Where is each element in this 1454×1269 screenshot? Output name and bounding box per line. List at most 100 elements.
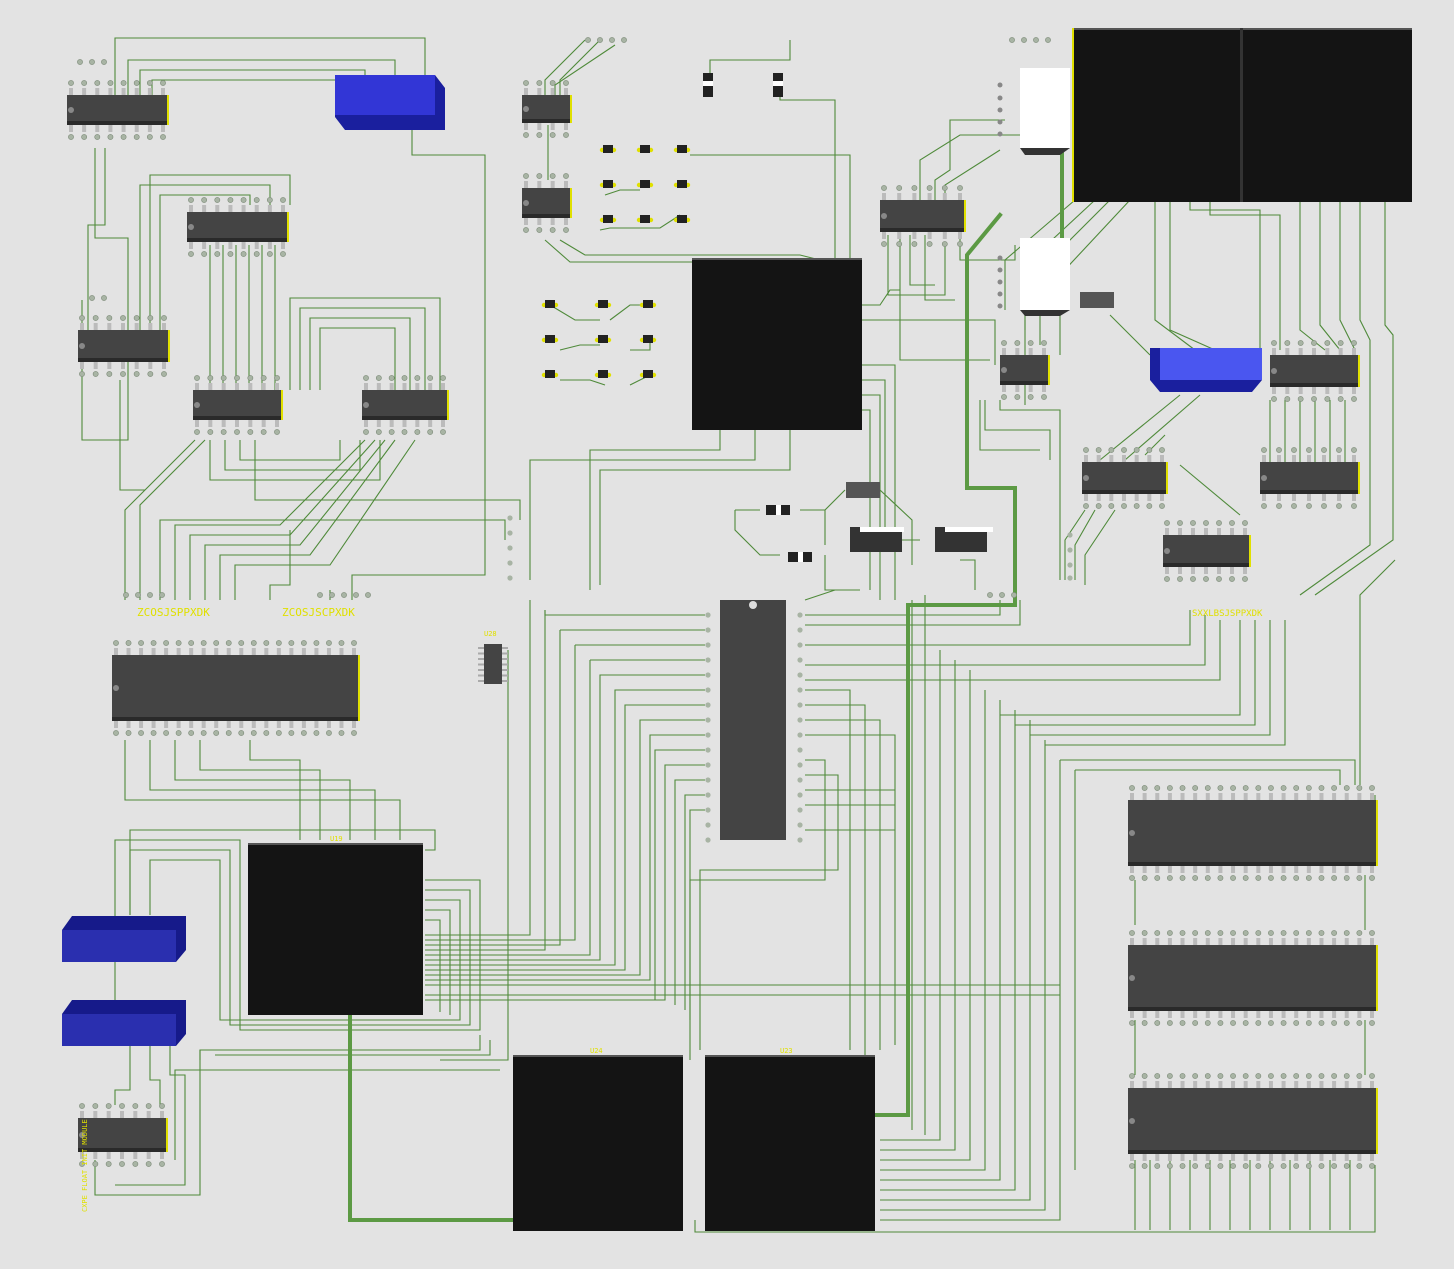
ic-u18-pad: [1166, 1073, 1173, 1079]
ic-u14-pin: [189, 648, 194, 655]
ic-u9-pad: [1041, 394, 1047, 400]
ic-u14-pin: [201, 648, 206, 655]
ic-u4-pin: [208, 420, 213, 427]
ic-u2-pad: [201, 251, 208, 257]
ic-u14-pad: [300, 730, 307, 736]
ic-u4-pad: [207, 429, 214, 435]
ic-u16-pad: [1204, 875, 1211, 881]
ic-u17-pad: [1293, 930, 1300, 936]
ic-u5-pin: [376, 383, 381, 390]
ic-u15-pin: [93, 1152, 98, 1159]
ic-u4-pin: [261, 420, 266, 427]
ic-u5-pin: [364, 420, 368, 427]
ic-u7: [522, 188, 570, 218]
ic-u5-pad: [375, 429, 382, 435]
ic-u17-pin: [1130, 1011, 1134, 1018]
ic-u14-pad: [213, 730, 220, 736]
ic-u1-pin: [108, 125, 113, 132]
ic-u10-pin: [1338, 348, 1343, 355]
ic-u18-pad: [1141, 1163, 1148, 1169]
ic-u14-pin: [251, 721, 256, 728]
ic-u2-notch: [188, 224, 194, 230]
ic-u17-pad: [1230, 1020, 1236, 1026]
ic-u16-pad: [1255, 785, 1262, 791]
ic-u6-pin: [537, 123, 542, 130]
ic-center-dip-pad: [705, 837, 711, 843]
ic-u18-pin: [1294, 1081, 1299, 1088]
ic-u14-pin: [239, 721, 244, 728]
ic-u8-pin: [958, 232, 962, 239]
transistor-9: [545, 300, 555, 308]
ic-u4-pin: [248, 420, 253, 427]
transistor-14: [643, 335, 653, 343]
ic-u8-pad: [941, 185, 948, 191]
ic-u2-pad: [240, 251, 247, 257]
header-f-pad: [353, 592, 359, 598]
ic-u14-pin: [289, 648, 294, 655]
ic-u11-pad: [1121, 503, 1127, 509]
ic-u3-pin: [162, 362, 166, 369]
ic-u18-pin: [1370, 1081, 1374, 1088]
ic-u18-pin: [1155, 1154, 1160, 1161]
transistor-11: [643, 300, 653, 308]
ic-u18-pad: [1129, 1163, 1135, 1169]
ic-u11-pin: [1160, 494, 1164, 501]
ic-u6-pad: [536, 80, 543, 86]
ic-u17-pad: [1293, 1020, 1300, 1026]
ic-u13-pad: [1203, 520, 1209, 526]
ic-u11-pad: [1095, 447, 1102, 453]
label-module: CXPE FLOAT INIT MODULE: [81, 1119, 89, 1212]
header-b-pad: [89, 295, 95, 301]
ic-u8-pin: [958, 193, 962, 200]
ic-u15-pin: [133, 1152, 138, 1159]
ic-u4-pad: [207, 375, 214, 381]
ic-u16-pad: [1369, 875, 1375, 881]
ic-u2-pad: [280, 197, 286, 203]
ic-u14-pin: [276, 721, 281, 728]
ic-u11-pad: [1133, 447, 1140, 453]
ic-u10: [1270, 355, 1358, 387]
ic-u17-pad: [1217, 1020, 1224, 1026]
ic-u16-edge: [1128, 862, 1376, 866]
ic-u3-pad: [147, 315, 154, 321]
ic-u18-pin: [1357, 1081, 1362, 1088]
ic-u1-notch: [68, 107, 74, 113]
ic-u5-mark: [447, 390, 449, 420]
ic-u12-pin: [1322, 455, 1326, 462]
ic-u5-pad: [440, 375, 446, 381]
ic-u6-pad: [563, 132, 569, 138]
ic-u17-pad: [1318, 1020, 1325, 1026]
ic-u16-pad: [1230, 785, 1236, 791]
ic-u14-pin: [151, 648, 156, 655]
ic-u14-pin: [201, 721, 206, 728]
ic-u11-pad: [1159, 503, 1165, 509]
ic-u18-pin: [1142, 1081, 1147, 1088]
ic-center-dip-pad: [797, 747, 803, 753]
ic-u14-pad: [163, 730, 170, 736]
ic-u18-pad: [1293, 1073, 1300, 1079]
ic-u5-edge: [362, 416, 447, 420]
ic-u12-pad: [1321, 503, 1327, 509]
ic-u15-pad: [79, 1103, 85, 1109]
ic-center-dip-pad: [797, 702, 803, 708]
ic-u3-pad: [161, 315, 167, 321]
ic-u15-pad: [159, 1103, 165, 1109]
ic-u16-pad: [1280, 785, 1287, 791]
ic-u3-pin: [80, 323, 84, 330]
ic-u17-mark: [1376, 945, 1378, 1011]
ic-u13-pad: [1216, 520, 1222, 526]
ic-u13-pin: [1217, 528, 1221, 535]
display-mark: [1072, 28, 1074, 202]
ic-u17-pad: [1204, 1020, 1211, 1026]
transistor-0: [603, 145, 613, 153]
ic-u1-pad: [107, 80, 114, 86]
ic-u17-pin: [1205, 1011, 1210, 1018]
ic-u9-notch: [1001, 367, 1007, 373]
transistor-16: [598, 370, 608, 378]
ic-u13-pin: [1230, 528, 1234, 535]
ic-u18-pad: [1204, 1073, 1211, 1079]
ic-u2-pad: [253, 197, 260, 203]
ic-u15-pin: [80, 1111, 84, 1118]
ic-u10-notch: [1271, 368, 1277, 374]
